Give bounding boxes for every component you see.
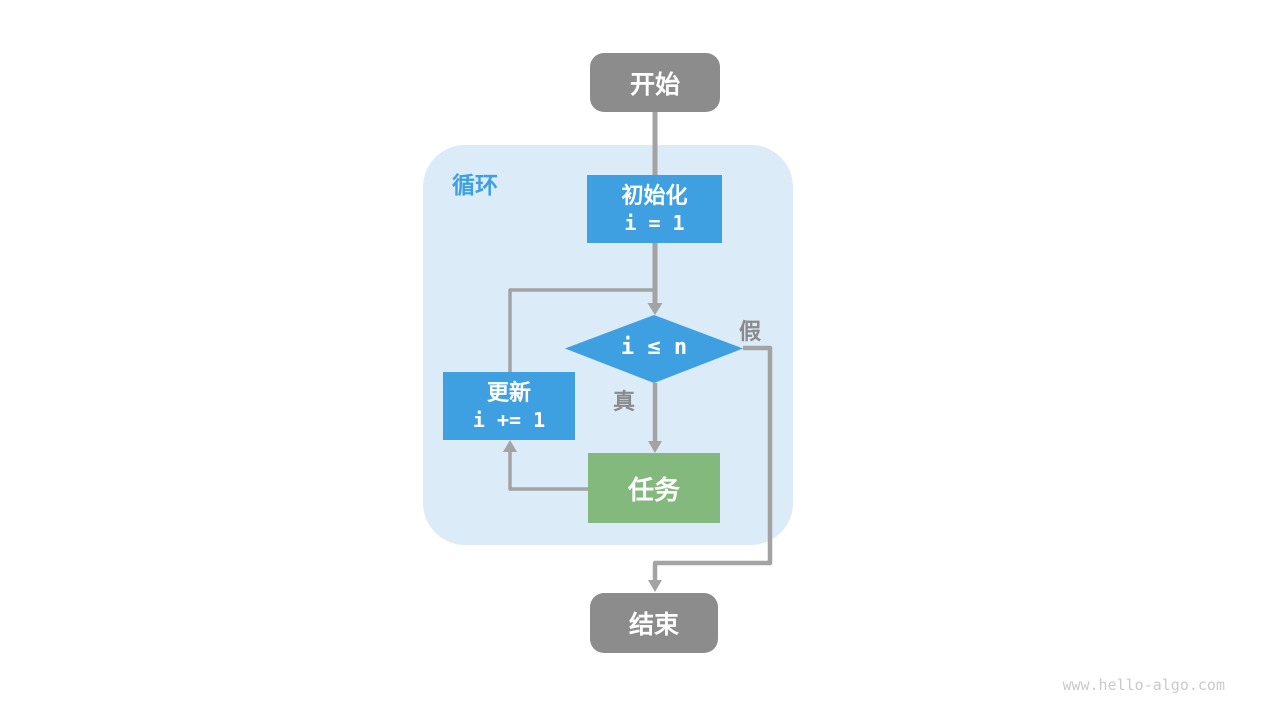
node-init: 初始化 i = 1 <box>587 175 722 243</box>
edge-label-false: 假 <box>739 319 762 344</box>
arrowhead-into-update <box>503 440 517 452</box>
edge-label-true: 真 <box>613 389 636 414</box>
node-update: 更新 i += 1 <box>443 372 575 440</box>
arrowhead-into-condition <box>647 303 663 315</box>
node-init-code: i = 1 <box>624 211 685 235</box>
node-task-label: 任务 <box>627 474 680 505</box>
edge-condition-to-end <box>652 345 773 581</box>
node-init-label: 初始化 <box>621 183 688 208</box>
node-condition-shape <box>565 315 743 383</box>
node-update-label: 更新 <box>486 380 531 405</box>
arrowhead-into-task <box>648 441 662 453</box>
loop-region-label: 循环 <box>452 172 498 198</box>
node-task: 任务 <box>588 453 720 523</box>
node-update-code: i += 1 <box>472 408 546 432</box>
edge-update-loopback <box>508 288 655 372</box>
arrowhead-into-end <box>648 580 662 592</box>
node-condition-label: i ≤ n <box>620 335 688 360</box>
node-start: 开始 <box>590 53 720 112</box>
edge-task-to-update <box>508 451 588 491</box>
node-start-label: 开始 <box>629 70 680 99</box>
node-end-label: 结束 <box>628 611 679 639</box>
node-end: 结束 <box>590 593 718 653</box>
watermark: www.hello-algo.com <box>1062 676 1225 694</box>
